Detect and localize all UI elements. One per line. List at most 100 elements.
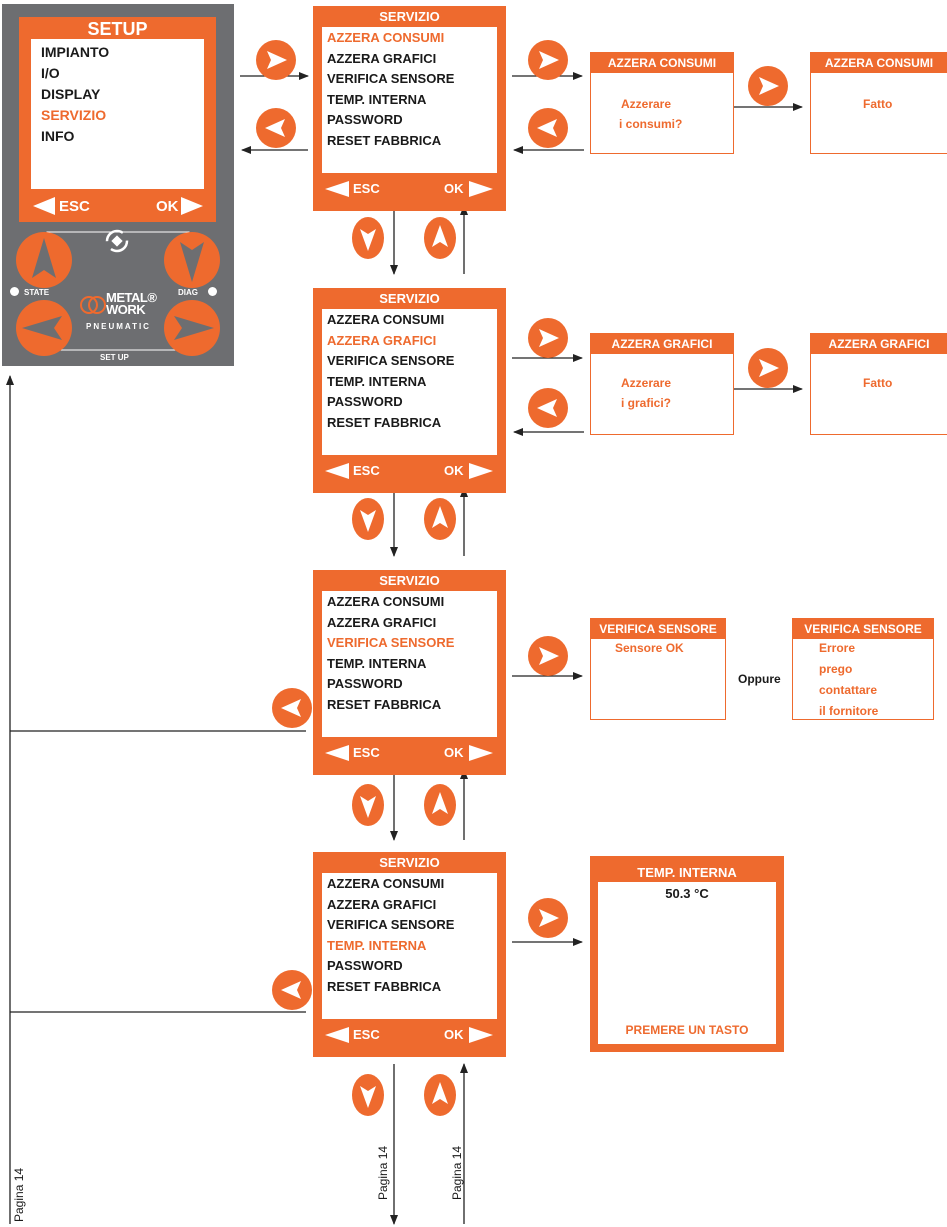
- sensore-error-box: VERIFICA SENSORE Errore prego contattare…: [792, 618, 934, 720]
- menu-item[interactable]: RESET FABBRICA: [327, 696, 442, 712]
- panel-menu-list: AZZERA CONSUMI AZZERA GRAFICI VERIFICA SEN…: [322, 591, 497, 737]
- right-key-icon: [528, 318, 568, 358]
- menu-item[interactable]: RESET FABBRICA: [327, 414, 442, 430]
- consumi-done-text: Fatto: [863, 97, 893, 111]
- menu-item[interactable]: VERIFICA SENSORE: [327, 353, 455, 368]
- brand-sub: PNEUMATIC: [86, 322, 151, 331]
- panel-title: SERVIZIO: [379, 855, 440, 870]
- consumi-done-title: AZZERA CONSUMI: [811, 53, 947, 73]
- page-ref-left[interactable]: Pagina 14: [12, 1167, 26, 1222]
- sensore-error-title: VERIFICA SENSORE: [793, 619, 933, 639]
- panel-ok-label[interactable]: OK: [444, 745, 464, 760]
- menu-item[interactable]: AZZERA GRAFICI: [327, 332, 437, 348]
- consumi-title: AZZERA CONSUMI: [591, 53, 733, 73]
- down-key-icon: [352, 217, 384, 259]
- grafici-done-box: AZZERA GRAFICI Fatto: [810, 333, 947, 435]
- panel-ok-label[interactable]: OK: [444, 181, 464, 196]
- up-key-icon: [424, 498, 456, 540]
- consumi-question-1: Azzerare: [621, 97, 672, 111]
- metalwork-logo-icon: [80, 296, 106, 314]
- sensore-error-line-2: prego: [819, 662, 853, 676]
- left-key-icon: [272, 688, 312, 728]
- device-item-display[interactable]: DISPLAY: [41, 86, 101, 102]
- oppure-label: Oppure: [738, 672, 781, 686]
- servizio-menu-panel: SERVIZIO AZZERA CONSUMI AZZERA GRAFICI VERI…: [313, 288, 506, 493]
- brand-mark: ®: [147, 290, 157, 305]
- temp-title: TEMP. INTERNA: [637, 865, 737, 880]
- device-item-servizio[interactable]: SERVIZIO: [41, 107, 107, 123]
- down-key-icon: [352, 1074, 384, 1116]
- brand-line1: METAL: [106, 290, 148, 305]
- left-button[interactable]: [16, 300, 72, 356]
- sensore-ok-text: Sensore OK: [615, 641, 684, 655]
- up-button[interactable]: [16, 232, 72, 288]
- down-button[interactable]: [164, 232, 220, 288]
- left-key-icon: [528, 108, 568, 148]
- panel-title: SERVIZIO: [379, 573, 440, 588]
- device-esc-label[interactable]: ESC: [59, 198, 90, 215]
- panel-esc-label[interactable]: ESC: [353, 463, 380, 478]
- brand-logo-text: METAL® WORK: [106, 290, 157, 316]
- temp-hint: PREMERE UN TASTO: [625, 1023, 749, 1037]
- menu-item[interactable]: AZZERA CONSUMI: [327, 594, 445, 609]
- panel-title: SERVIZIO: [379, 291, 440, 306]
- menu-item[interactable]: RESET FABBRICA: [327, 132, 442, 148]
- menu-item[interactable]: AZZERA CONSUMI: [327, 30, 445, 45]
- panel-esc-label[interactable]: ESC: [353, 181, 380, 196]
- menu-item[interactable]: PASSWORD: [327, 394, 403, 409]
- panel-ok-label[interactable]: OK: [444, 1027, 464, 1042]
- device-item-info[interactable]: INFO: [41, 128, 75, 144]
- panel-ok-label[interactable]: OK: [444, 463, 464, 478]
- menu-item[interactable]: VERIFICA SENSORE: [327, 917, 455, 932]
- ok-arrow-icon: [469, 1027, 493, 1043]
- page-ref-down[interactable]: Pagina 14: [376, 1145, 390, 1200]
- menu-item[interactable]: AZZERA CONSUMI: [327, 312, 445, 327]
- menu-item[interactable]: TEMP. INTERNA: [327, 937, 427, 953]
- esc-arrow-icon: [325, 463, 349, 479]
- device-display: SETUP IMPIANTO I/O DISPLAY SERVIZIO INFO…: [19, 17, 216, 222]
- menu-item[interactable]: TEMP. INTERNA: [327, 655, 427, 671]
- right-key-icon: [528, 898, 568, 938]
- device-front-panel: SETUP IMPIANTO I/O DISPLAY SERVIZIO INFO…: [2, 4, 234, 366]
- menu-item[interactable]: PASSWORD: [327, 112, 403, 127]
- ok-arrow-icon: [469, 463, 493, 479]
- down-key-icon: [352, 784, 384, 826]
- menu-item[interactable]: AZZERA GRAFICI: [327, 50, 437, 66]
- menu-item[interactable]: AZZERA CONSUMI: [327, 876, 445, 891]
- menu-item[interactable]: AZZERA GRAFICI: [327, 614, 437, 630]
- panel-esc-label[interactable]: ESC: [353, 1027, 380, 1042]
- sensore-error-line-4: il fornitore: [819, 704, 879, 718]
- device-item-impianto[interactable]: IMPIANTO: [41, 44, 110, 60]
- diag-label: DIAG: [178, 288, 198, 297]
- esc-arrow-icon: [325, 745, 349, 761]
- esc-arrow-icon: [33, 197, 55, 215]
- device-menu: IMPIANTO I/O DISPLAY SERVIZIO INFO: [31, 39, 204, 189]
- sensore-ok-box: VERIFICA SENSORE Sensore OK: [590, 618, 726, 720]
- ok-arrow-icon: [469, 745, 493, 761]
- menu-item[interactable]: TEMP. INTERNA: [327, 373, 427, 389]
- panel-menu-list: AZZERA CONSUMI AZZERA GRAFICI VERIFICA SEN…: [322, 27, 497, 173]
- ok-arrow-icon: [181, 197, 203, 215]
- grafici-title: AZZERA GRAFICI: [591, 334, 733, 354]
- menu-item[interactable]: TEMP. INTERNA: [327, 91, 427, 107]
- device-ok-label[interactable]: OK: [156, 198, 179, 215]
- page-ref-up[interactable]: Pagina 14: [450, 1145, 464, 1200]
- right-button[interactable]: [164, 300, 220, 356]
- esc-arrow-icon: [325, 1027, 349, 1043]
- down-key-icon: [352, 498, 384, 540]
- temp-display: TEMP. INTERNA 50.3 °C PREMERE UN TASTO: [590, 856, 784, 1052]
- menu-item[interactable]: RESET FABBRICA: [327, 978, 442, 994]
- menu-item[interactable]: PASSWORD: [327, 676, 403, 691]
- menu-item[interactable]: VERIFICA SENSORE: [327, 71, 455, 86]
- sensore-error-line-1: Errore: [819, 641, 856, 655]
- servizio-menu-panel: SERVIZIO AZZERA CONSUMI AZZERA GRAFICI VERI…: [313, 852, 506, 1057]
- panel-menu-list: AZZERA CONSUMI AZZERA GRAFICI VERIFICA SEN…: [322, 309, 497, 455]
- menu-item[interactable]: PASSWORD: [327, 958, 403, 973]
- menu-item[interactable]: AZZERA GRAFICI: [327, 896, 437, 912]
- panel-menu-list: AZZERA CONSUMI AZZERA GRAFICI VERIFICA SEN…: [322, 873, 497, 1019]
- panel-esc-label[interactable]: ESC: [353, 745, 380, 760]
- device-item-io[interactable]: I/O: [41, 65, 60, 81]
- temp-screen: 50.3 °C PREMERE UN TASTO: [598, 882, 776, 1044]
- menu-item[interactable]: VERIFICA SENSORE: [327, 635, 455, 650]
